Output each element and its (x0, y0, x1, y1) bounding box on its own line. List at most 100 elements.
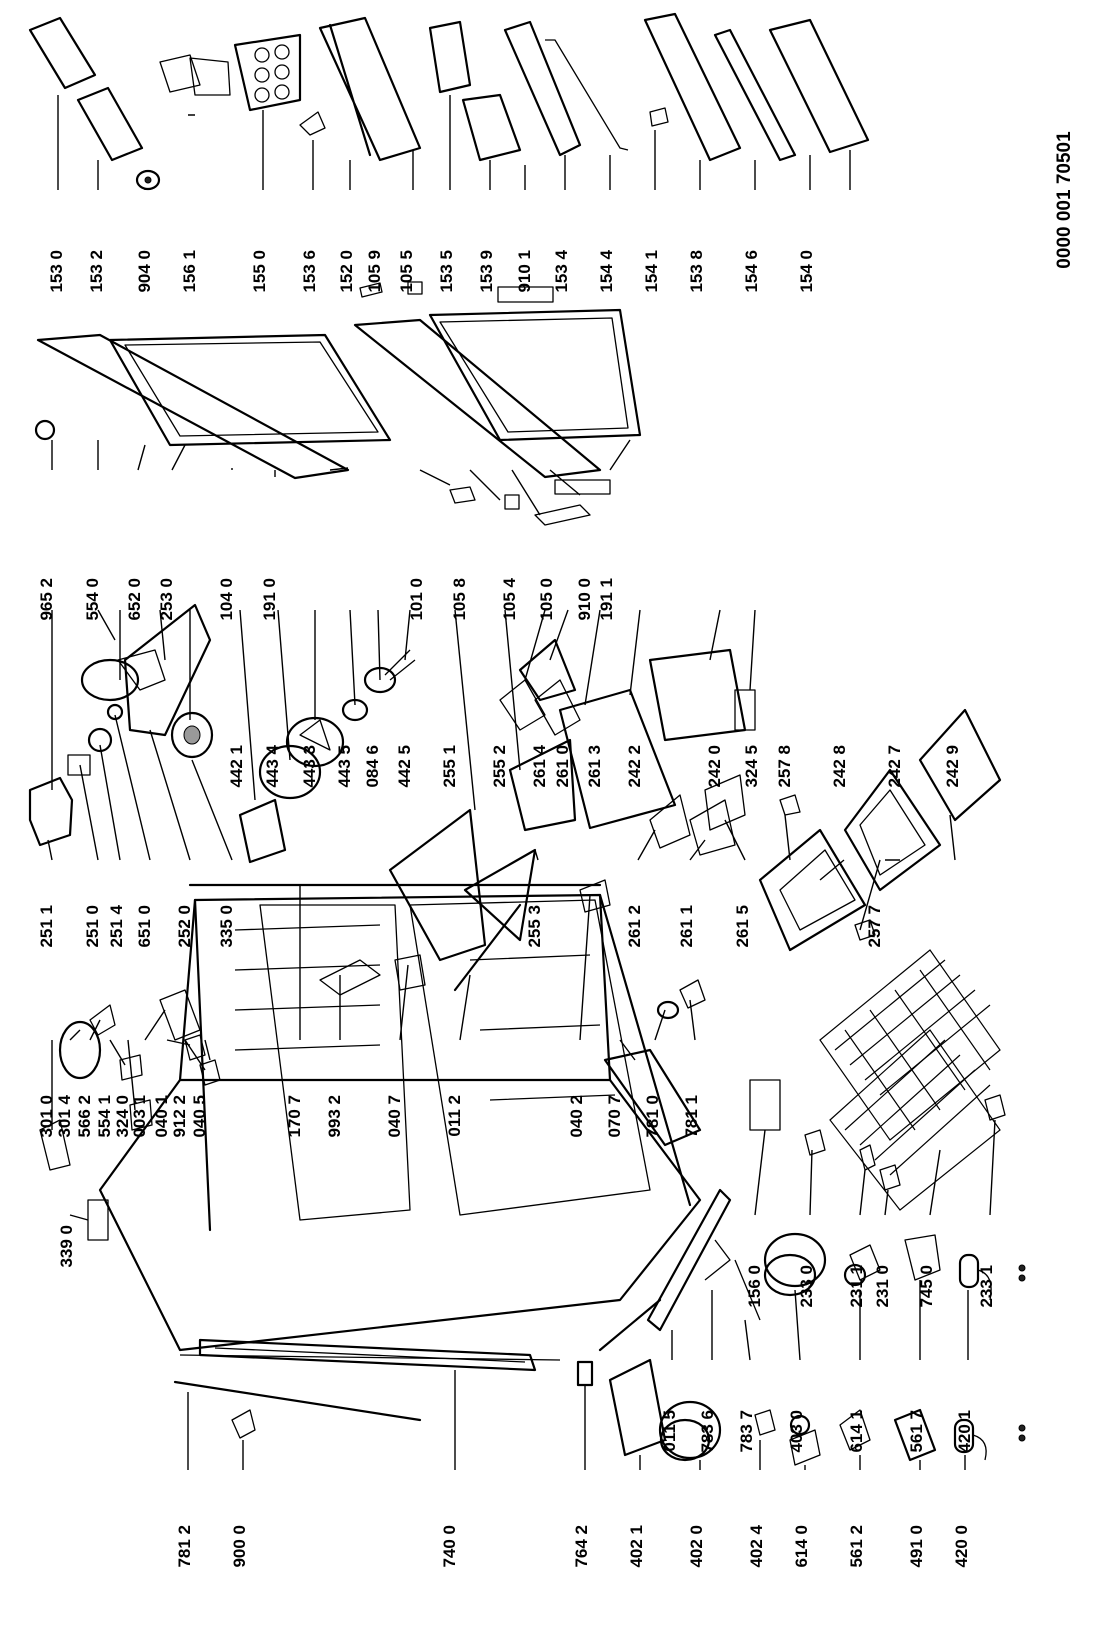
part-label-1541: 154 1 (642, 250, 661, 293)
part-label-1550: 155 0 (250, 250, 269, 293)
part-label-0407: 040 7 (385, 1095, 404, 1138)
part-label-1540: 154 0 (797, 250, 816, 293)
part-label-3240: 324 0 (113, 1095, 132, 1138)
part-label-1538: 153 8 (687, 250, 706, 293)
part-label-4021: 402 1 (627, 1525, 646, 1568)
part-label-3390: 339 0 (57, 1225, 76, 1268)
part-label-7811: 781 1 (682, 1095, 701, 1138)
part-label-3245: 324 5 (742, 745, 761, 788)
part-label-5662: 566 2 (75, 1095, 94, 1138)
part-label-4434: 443 4 (263, 744, 282, 787)
part-label-2615: 261 5 (733, 905, 752, 948)
part-label-2422: 242 2 (625, 745, 644, 788)
part-label-4200: 420 0 (952, 1525, 971, 1568)
part-labels: 153 0 153 2 904 0 156 1 155 0 153 6 152 0 105 9… (37, 249, 996, 1567)
part-label-2577: 257 7 (865, 905, 884, 948)
part-label-0115: 011 5 (660, 1410, 679, 1452)
part-label-9100: 910 0 (575, 578, 594, 621)
part-label-2429: 242 9 (943, 745, 962, 788)
part-label-2613: 261 3 (585, 745, 604, 788)
bottom-parts-drawing (173, 1338, 1026, 1466)
part-label-2511: 251 1 (37, 905, 56, 948)
part-label-7837: 783 7 (737, 1410, 756, 1453)
part-label-2514: 251 4 (107, 904, 126, 947)
part-label-5617: 561 7 (907, 1410, 926, 1453)
doors-drawing (34, 308, 642, 526)
drawers-drawing (558, 648, 1002, 952)
part-label-2611: 261 1 (677, 905, 696, 948)
part-label-3014: 301 4 (55, 1094, 74, 1137)
part-label-2330: 233 0 (797, 1265, 816, 1308)
part-label-1520: 152 0 (337, 250, 356, 293)
part-label-6140: 614 0 (792, 1525, 811, 1568)
part-label-2551: 255 1 (440, 745, 459, 788)
part-label-2428: 242 8 (830, 745, 849, 788)
part-label-2311: 231 1 (847, 1265, 866, 1308)
part-label-1561: 156 1 (180, 250, 199, 293)
part-label-2610: 261 0 (553, 745, 572, 788)
part-label-1059: 105 9 (365, 250, 384, 293)
racks-drawing (749, 949, 1006, 1211)
part-label-1054: 105 4 (500, 577, 519, 620)
part-label-1546: 154 6 (742, 250, 761, 293)
part-label-1707: 170 7 (285, 1095, 304, 1138)
part-label-1058: 105 8 (450, 578, 469, 621)
part-label-1050: 105 0 (537, 578, 556, 621)
part-label-4910: 491 0 (907, 1525, 926, 1568)
part-label-1532: 153 2 (87, 250, 106, 293)
part-label-2530: 253 0 (157, 578, 176, 621)
part-label-2612: 261 2 (625, 905, 644, 948)
part-label-4030: 403 0 (787, 1410, 806, 1453)
part-label-1911: 191 1 (597, 578, 616, 621)
part-label-1530: 153 0 (47, 250, 66, 293)
control-assembly-drawing (28, 603, 214, 847)
part-label-0402: 040 2 (567, 1095, 586, 1138)
part-label-4201: 420 1 (955, 1410, 974, 1453)
document-number: 0000 001 70501 (1054, 131, 1075, 269)
part-label-2331: 233 1 (977, 1265, 996, 1308)
part-label-2310: 231 0 (873, 1265, 892, 1308)
part-label-4433: 443 3 (300, 745, 319, 788)
part-label-3350: 335 0 (217, 905, 236, 948)
part-label-1534: 153 4 (552, 249, 571, 292)
compressor-drawing (646, 1188, 1026, 1332)
part-label-1010: 101 0 (407, 578, 426, 621)
part-label-2510: 251 0 (83, 905, 102, 948)
part-label-1536: 153 6 (300, 250, 319, 293)
part-label-9122: 912 2 (170, 1095, 189, 1138)
part-label-2427: 242 7 (885, 745, 904, 788)
part-label-6141: 614 1 (847, 1410, 866, 1453)
part-label-1910: 191 0 (260, 578, 279, 621)
part-label-2614: 261 4 (530, 744, 549, 787)
part-label-7810: 781 0 (643, 1095, 662, 1138)
part-label-2553: 255 3 (525, 905, 544, 948)
part-label-7836: 783 6 (698, 1410, 717, 1453)
part-label-6510: 651 0 (135, 905, 154, 948)
part-label-7400: 740 0 (440, 1525, 459, 1568)
part-label-1560: 156 0 (745, 1265, 764, 1308)
part-label-0401: 040 1 (152, 1095, 171, 1138)
part-label-5541: 554 1 (95, 1095, 114, 1138)
part-label-1539: 153 9 (477, 250, 496, 293)
part-label-4020: 402 0 (687, 1525, 706, 1568)
part-label-7642: 764 2 (572, 1525, 591, 1568)
part-label-6520: 652 0 (125, 578, 144, 621)
part-label-0405: 040 5 (190, 1095, 209, 1138)
part-label-4024: 402 4 (747, 1524, 766, 1567)
part-label-9932: 993 2 (325, 1095, 344, 1138)
part-label-9000: 900 0 (230, 1525, 249, 1568)
part-label-3010: 301 0 (37, 1095, 56, 1138)
part-label-0112: 011 2 (445, 1095, 464, 1137)
part-label-1535: 153 5 (437, 250, 456, 293)
part-label-4421: 442 1 (227, 745, 246, 788)
part-label-5612: 561 2 (847, 1525, 866, 1568)
part-label-4425: 442 5 (395, 745, 414, 788)
part-label-9652: 965 2 (37, 578, 56, 621)
shelves-drawing (388, 638, 581, 962)
part-label-0031: 003 1 (130, 1095, 149, 1138)
leader-lines (47, 95, 996, 1470)
part-label-2420: 242 0 (705, 745, 724, 788)
part-label-9040: 904 0 (135, 250, 154, 293)
part-label-2552: 255 2 (490, 745, 509, 788)
